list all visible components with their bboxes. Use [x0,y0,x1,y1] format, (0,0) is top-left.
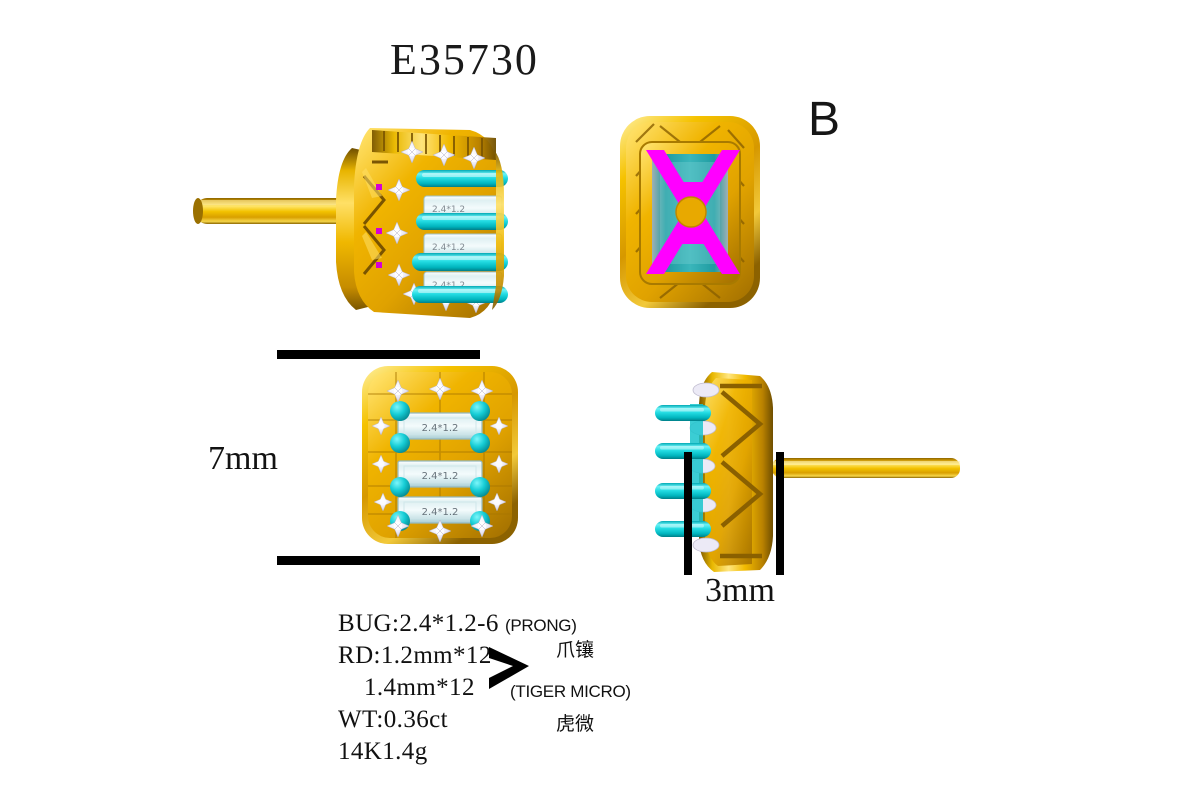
baguette-stones-front: 2.4*1.2 2.4*1.2 2.4*1.2 [397,412,483,524]
earring-post-side [772,458,960,478]
svg-text:2.4*1.2: 2.4*1.2 [422,471,459,482]
svg-text:2.4*1.2: 2.4*1.2 [432,205,465,215]
page-title: E35730 [390,35,539,84]
prong-bars-perspective [412,170,508,303]
svg-text:2.4*1.2: 2.4*1.2 [432,243,465,253]
spec-baguette-size: BUG:2.4*1.2-6 [338,610,499,637]
spec-block: BUG:2.4*1.2-6 (PRONG) RD:1.2mm*12 1.4mm*… [338,608,577,768]
prongs-front [390,401,490,531]
dimension-label-depth: 3mm [705,572,775,609]
spec-row-metal: 14K1.4g [338,736,577,768]
spec-round-setting-en: (TIGER MICRO) [510,682,631,701]
spec-row-weight: WT:0.36ct [338,704,577,736]
gallery-lattice-side [720,383,764,559]
perspective-view: 2.4*1.2 2.4*1.2 2.4*1.2 [193,128,508,318]
spec-row-round-1: RD:1.2mm*12 [338,640,577,672]
dimension-bar-left [684,452,692,575]
side-view [655,372,960,572]
front-view: 2.4*1.2 2.4*1.2 2.4*1.2 [362,366,518,544]
svg-text:2.4*1.2: 2.4*1.2 [422,423,459,434]
dimension-bar-top [277,350,480,359]
spec-row-round-2: 1.4mm*12 [338,672,577,704]
spec-baguette-setting-cjk: 爪镶 [555,639,594,661]
spec-total-weight: WT:0.36ct [338,706,448,733]
spec-baguette-setting-en: (PRONG) [505,616,577,635]
svg-text:2.4*1.2: 2.4*1.2 [422,507,459,518]
spec-round-size-2: 1.4mm*12 [364,674,475,701]
dimension-label-height: 7mm [208,440,278,477]
baguette-engraving: 2.4*1.2 2.4*1.2 2.4*1.2 [422,423,459,518]
prong-bars-side [655,405,711,537]
spec-round-setting-cjk: 虎微 [555,713,594,735]
back-view [620,116,760,308]
view-label-b: B [808,93,841,146]
arrow-right-icon [489,647,529,689]
baguette-stones-perspective: 2.4*1.2 2.4*1.2 2.4*1.2 [423,195,503,295]
center-hole [675,196,707,228]
spec-row-baguette: BUG:2.4*1.2-6 (PRONG) [338,608,577,640]
gallery-marker [376,184,382,268]
dimension-bar-bottom [277,556,480,565]
spec-metal: 14K1.4g [338,738,428,765]
prong-rail-side [690,404,703,536]
spec-annotations: 爪镶 (TIGER MICRO) 虎微 [510,610,640,740]
dimension-bar-right [776,452,784,575]
spec-round-size-1: RD:1.2mm*12 [338,642,492,669]
